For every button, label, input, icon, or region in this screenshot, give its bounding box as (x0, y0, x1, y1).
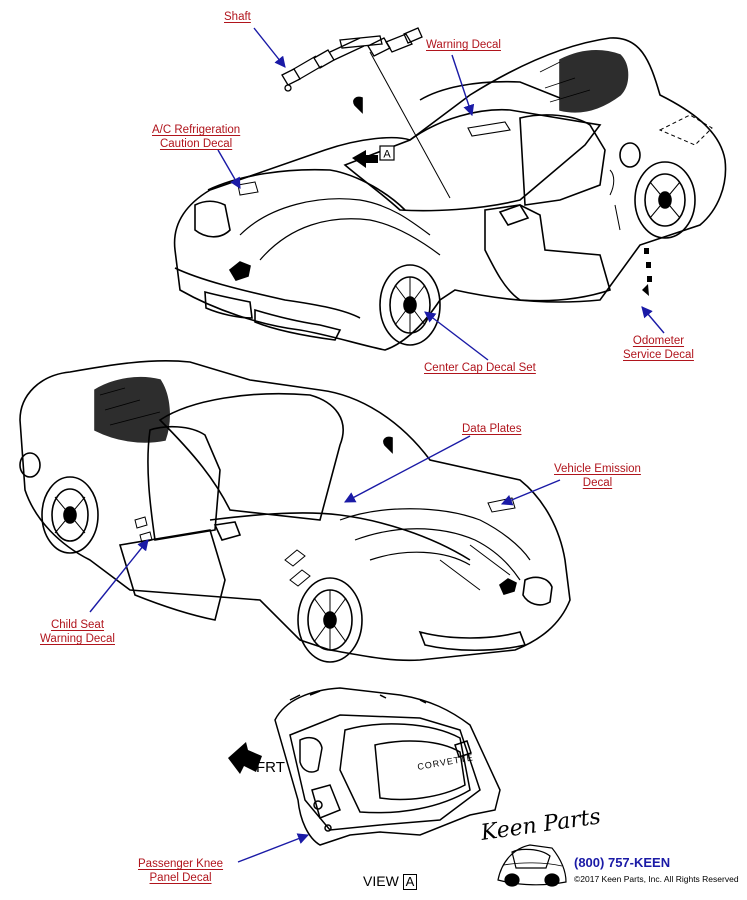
label-center-cap: Center Cap Decal Set (424, 361, 536, 375)
brand-logo-script: Keen Parts (478, 804, 602, 846)
label-shaft: Shaft (224, 10, 251, 24)
label-warning-decal-text: Warning Decal (426, 39, 501, 51)
frt-arrow: FRT (228, 742, 285, 776)
top-car (173, 37, 727, 351)
view-a-marker-letter: A (383, 149, 391, 161)
leader-center-cap (424, 311, 489, 361)
label-knee-panel: Passenger Knee Panel Decal (138, 857, 223, 885)
label-knee-line2: Panel Decal (149, 872, 212, 884)
label-emission-line1: Vehicle Emission (554, 463, 641, 475)
label-child-line2: Warning Decal (40, 633, 115, 645)
top-car-door-decals (642, 248, 652, 296)
label-warning-decal: Warning Decal (426, 38, 501, 52)
brand-phone: (800) 757-KEEN (574, 855, 671, 870)
leader-warning-decal (451, 54, 475, 117)
leader-odometer (641, 306, 665, 334)
label-ac-line1: A/C Refrigeration (152, 124, 241, 136)
label-ac-line2: Caution Decal (159, 138, 233, 150)
label-ac-caution: A/C Refrigeration Caution Decal (152, 123, 240, 151)
label-odometer-line1: Odometer (632, 335, 685, 347)
view-a-caption-word: VIEW (363, 873, 399, 889)
leader-ac-caution (217, 149, 241, 189)
label-shaft-text: Shaft (224, 11, 251, 23)
brand-logo-car (497, 844, 567, 887)
frt-arrow-text: FRT (256, 759, 285, 776)
leader-emission (500, 479, 561, 506)
label-child-line1: Child Seat (50, 619, 105, 631)
view-a-caption: VIEW A (363, 873, 418, 890)
label-odometer-line2: Service Decal (623, 349, 694, 361)
label-child-seat: Child Seat Warning Decal (40, 618, 115, 646)
label-knee-line1: Passenger Knee (138, 858, 224, 870)
label-data-plates-text: Data Plates (462, 423, 522, 435)
leader-data-plates (344, 435, 471, 503)
leader-lines (89, 27, 665, 863)
label-data-plates: Data Plates (462, 422, 521, 436)
leader-shaft (253, 27, 286, 68)
label-center-cap-text: Center Cap Decal Set (424, 362, 536, 374)
brand-copyright: ©2017 Keen Parts, Inc. All Rights Reserv… (574, 874, 739, 884)
shaft-part (281, 27, 423, 92)
label-emission: Vehicle Emission Decal (554, 462, 641, 490)
view-a-caption-letter: A (402, 874, 418, 890)
knee-panel (274, 687, 501, 846)
bottom-car (19, 360, 571, 663)
leader-child-seat (89, 539, 149, 613)
label-odometer: Odometer Service Decal (623, 334, 694, 362)
view-a-marker: A (352, 145, 395, 168)
leader-knee (237, 833, 310, 863)
label-emission-line2: Decal (582, 477, 613, 489)
